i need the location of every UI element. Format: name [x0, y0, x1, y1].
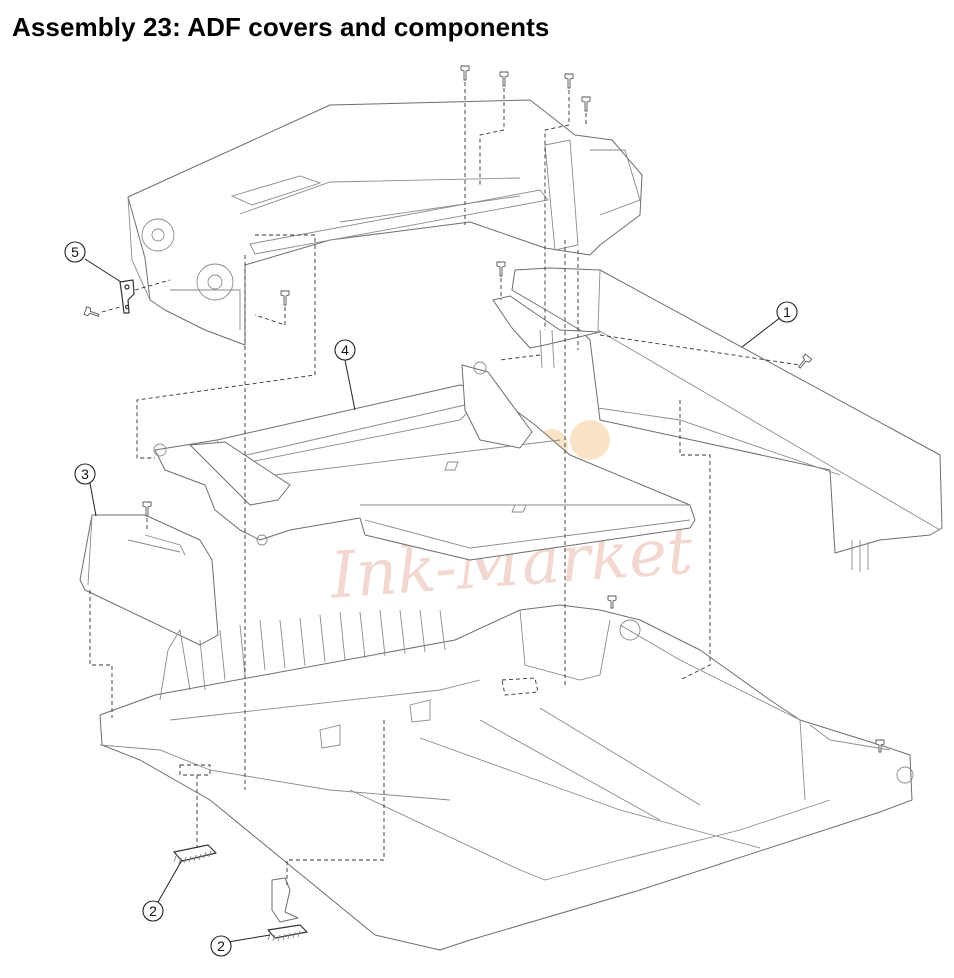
adf-left-cover	[79, 514, 219, 646]
assembly-lead-lines	[89, 82, 801, 885]
callout-label: 3	[81, 466, 89, 482]
adf-base	[99, 604, 914, 951]
callout-3: 3	[74, 463, 96, 485]
sensor-part-2b	[267, 877, 308, 942]
callout-2a: 2	[142, 900, 164, 922]
callout-label: 4	[341, 342, 349, 358]
sensor-part-2a	[173, 844, 217, 865]
adf-input-tray	[153, 361, 696, 561]
callout-4: 4	[334, 339, 356, 361]
callout-leaders	[84, 258, 782, 943]
callout-label: 2	[149, 903, 157, 919]
screws	[83, 65, 885, 753]
callout-label: 5	[71, 244, 79, 260]
adf-top-mechanism	[127, 99, 643, 346]
callout-2b: 2	[210, 935, 232, 957]
callout-label: 2	[217, 938, 225, 954]
callout-5: 5	[64, 241, 86, 263]
page-title: Assembly 23: ADF covers and components	[12, 12, 550, 42]
callout-1: 1	[776, 301, 798, 323]
bracket-part-5	[119, 279, 135, 314]
adf-right-cover	[492, 267, 943, 572]
callout-label: 1	[783, 304, 791, 320]
